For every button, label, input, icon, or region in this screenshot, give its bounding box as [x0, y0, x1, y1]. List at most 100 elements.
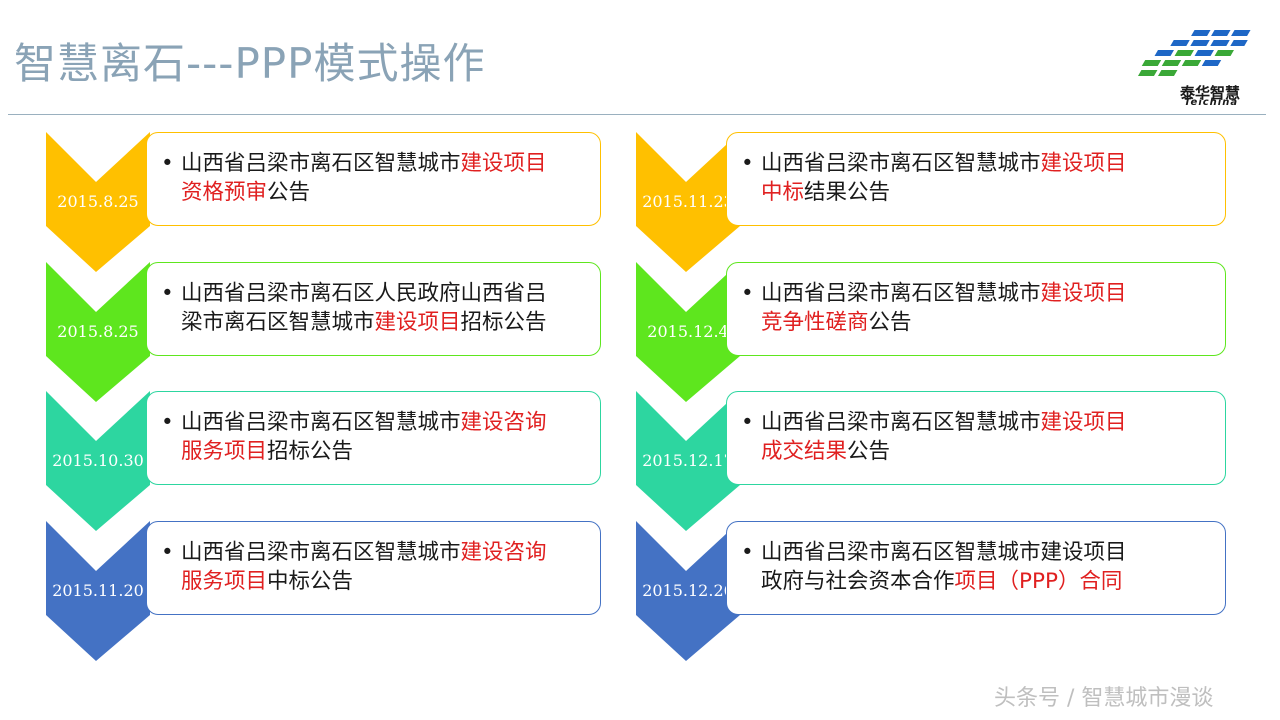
announcement-box: • 山西省吕梁市离石区人民政府山西省吕梁市离石区智慧城市建设项目招标公告 [146, 262, 601, 356]
announcement-box: •山西省吕梁市离石区智慧城市建设项目中标结果公告 [726, 132, 1226, 226]
announcement-text: •山西省吕梁市离石区智慧城市建设咨询服务项目中标公告 [161, 538, 592, 596]
bullet-icon: • [161, 540, 174, 565]
highlight-text: 项目（PPP）合同 [954, 569, 1123, 594]
body-text: 中标公告 [267, 569, 354, 594]
announcement-line: 服务项目中标公告 [163, 567, 592, 596]
announcement-box: •山西省吕梁市离石区智慧城市建设咨询服务项目招标公告 [146, 391, 601, 485]
timeline-item: 2015.10.30•山西省吕梁市离石区智慧城市建设咨询服务项目招标公告 [46, 391, 606, 531]
logo-english-text: Teichina [1184, 97, 1239, 108]
body-text: 公告 [267, 180, 311, 205]
announcement-box: •山西省吕梁市离石区智慧城市建设项目资格预审公告 [146, 132, 601, 226]
announcement-line: 成交结果公告 [743, 437, 1217, 466]
bullet-icon: • [161, 281, 174, 306]
announcement-line: 梁市离石区智慧城市建设项目招标公告 [163, 308, 592, 337]
announcement-text: •山西省吕梁市离石区智慧城市建设咨询服务项目招标公告 [161, 408, 592, 466]
body-text: 公告 [868, 310, 912, 335]
body-text: 山西省吕梁市离石区智慧城市 [181, 151, 461, 176]
announcement-box: •山西省吕梁市离石区智慧城市建设项目成交结果公告 [726, 391, 1226, 485]
title-divider [8, 114, 1266, 115]
bullet-icon: • [741, 540, 754, 565]
chevron-down-icon [46, 262, 150, 402]
highlight-text: 建设咨询 [460, 410, 547, 435]
announcement-line: 山西省吕梁市离石区智慧城市建设项目 [163, 149, 592, 178]
body-text: 山西省吕梁市离石区人民政府山西省吕 [181, 281, 547, 306]
timeline-date: 2015.12.17 [642, 451, 734, 470]
announcement-line: 山西省吕梁市离石区智慧城市建设项目 [743, 408, 1217, 437]
bullet-icon: • [741, 151, 754, 176]
announcement-line: 山西省吕梁市离石区人民政府山西省吕 [163, 279, 592, 308]
announcement-text: • 山西省吕梁市离石区人民政府山西省吕梁市离石区智慧城市建设项目招标公告 [161, 279, 592, 337]
highlight-text: 成交结果 [761, 439, 848, 464]
body-text: 招标公告 [460, 310, 547, 335]
timeline-date: 2015.8.25 [57, 322, 139, 341]
announcement-line: 政府与社会资本合作项目（PPP）合同 [743, 567, 1217, 596]
timeline-date: 2015.11.20 [52, 581, 144, 600]
announcement-line: 服务项目招标公告 [163, 437, 592, 466]
chevron-down-icon [636, 262, 740, 402]
timeline-item: 2015.11.20•山西省吕梁市离石区智慧城市建设咨询服务项目中标公告 [46, 521, 606, 661]
slide-title: 智慧离石---PPP模式操作 [14, 39, 486, 88]
highlight-text: 服务项目 [181, 569, 268, 594]
bullet-icon: • [161, 410, 174, 435]
timeline-date: 2015.10.30 [52, 451, 144, 470]
announcement-line: 中标结果公告 [743, 178, 1217, 207]
body-text: 山西省吕梁市离石区智慧城市建设项目 [761, 540, 1127, 565]
announcement-text: •山西省吕梁市离石区智慧城市建设项目成交结果公告 [741, 408, 1217, 466]
body-text: 公告 [847, 439, 891, 464]
chevron-down-icon [636, 132, 740, 272]
chevron-down-icon [46, 521, 150, 661]
announcement-line: 山西省吕梁市离石区智慧城市建设项目 [743, 538, 1217, 567]
timeline-item: 2015.11.23•山西省吕梁市离石区智慧城市建设项目中标结果公告 [636, 132, 1226, 272]
announcement-line: 竞争性磋商公告 [743, 308, 1217, 337]
announcement-box: •山西省吕梁市离石区智慧城市建设项目竞争性磋商公告 [726, 262, 1226, 356]
body-text: 梁市离石区智慧城市 [181, 310, 375, 335]
chevron-down-icon [46, 391, 150, 531]
highlight-text: 建设项目 [374, 310, 461, 335]
highlight-text: 建设项目 [460, 151, 547, 176]
highlight-text: 竞争性磋商 [761, 310, 869, 335]
announcement-text: • 山西省吕梁市离石区智慧城市建设项目政府与社会资本合作项目（PPP）合同 [741, 538, 1217, 596]
logo-tiles-icon [1137, 30, 1251, 76]
chevron-down-icon [636, 391, 740, 531]
timeline-item: 2015.12.17•山西省吕梁市离石区智慧城市建设项目成交结果公告 [636, 391, 1226, 531]
announcement-box: • 山西省吕梁市离石区智慧城市建设项目政府与社会资本合作项目（PPP）合同 [726, 521, 1226, 615]
announcement-line: 山西省吕梁市离石区智慧城市建设咨询 [163, 538, 592, 567]
timeline-date: 2015.8.25 [57, 192, 139, 211]
body-text: 山西省吕梁市离石区智慧城市 [761, 410, 1041, 435]
highlight-text: 建设项目 [1040, 151, 1127, 176]
timeline-date: 2015.12.4 [647, 322, 729, 341]
highlight-text: 服务项目 [181, 439, 268, 464]
logo-text: 泰华智慧 [1180, 84, 1241, 102]
body-text: 山西省吕梁市离石区智慧城市 [181, 540, 461, 565]
timeline-item: 2015.8.25•山西省吕梁市离石区智慧城市建设项目资格预审公告 [46, 132, 606, 272]
highlight-text: 建设项目 [1040, 281, 1127, 306]
body-text: 政府与社会资本合作 [761, 569, 955, 594]
timeline-item: 2015.12.26•山西省吕梁市离石区智慧城市建设项目政府与社会资本合作项目（… [636, 521, 1226, 661]
teichina-logo [1137, 30, 1251, 76]
chevron-down-icon [636, 521, 740, 661]
bullet-icon: • [741, 410, 754, 435]
announcement-text: •山西省吕梁市离石区智慧城市建设项目竞争性磋商公告 [741, 279, 1217, 337]
announcement-line: 山西省吕梁市离石区智慧城市建设项目 [743, 149, 1217, 178]
bullet-icon: • [741, 281, 754, 306]
body-text: 山西省吕梁市离石区智慧城市 [761, 151, 1041, 176]
watermark: 头条号 / 智慧城市漫谈 [994, 686, 1214, 711]
body-text: 山西省吕梁市离石区智慧城市 [761, 281, 1041, 306]
announcement-text: •山西省吕梁市离石区智慧城市建设项目中标结果公告 [741, 149, 1217, 207]
announcement-line: 山西省吕梁市离石区智慧城市建设咨询 [163, 408, 592, 437]
highlight-text: 建设咨询 [460, 540, 547, 565]
highlight-text: 建设项目 [1040, 410, 1127, 435]
announcement-line: 山西省吕梁市离石区智慧城市建设项目 [743, 279, 1217, 308]
highlight-text: 中标 [761, 180, 805, 205]
announcement-text: •山西省吕梁市离石区智慧城市建设项目资格预审公告 [161, 149, 592, 207]
announcement-line: 资格预审公告 [163, 178, 592, 207]
timeline-item: 2015.12.4•山西省吕梁市离石区智慧城市建设项目竞争性磋商公告 [636, 262, 1226, 402]
body-text: 招标公告 [267, 439, 354, 464]
highlight-text: 资格预审 [181, 180, 268, 205]
body-text: 结果公告 [804, 180, 891, 205]
chevron-down-icon [46, 132, 150, 272]
timeline-date: 2015.11.23 [642, 192, 734, 211]
body-text: 山西省吕梁市离石区智慧城市 [181, 410, 461, 435]
timeline-item: 2015.8.25 • 山西省吕梁市离石区人民政府山西省吕梁市离石区智慧城市建设项目… [46, 262, 606, 402]
bullet-icon: • [161, 151, 174, 176]
